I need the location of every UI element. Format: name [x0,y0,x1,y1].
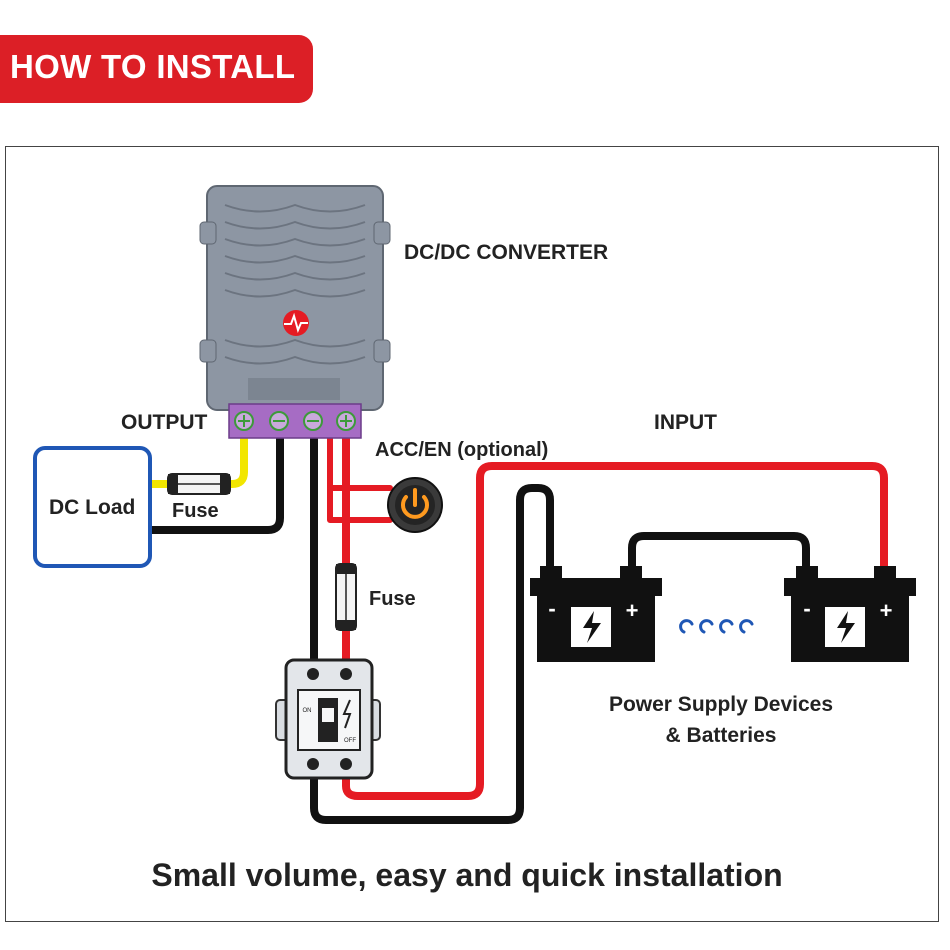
dc-load-box [33,446,152,568]
breaker-off-label: OFF [344,738,356,744]
header-banner [0,35,313,103]
input-fuse-icon [335,563,357,631]
battery-2-minus-label: - [803,596,810,621]
battery-1-plus-label: + [626,598,639,623]
output-positive-wire [144,424,248,488]
brand-logo-icon [283,310,309,336]
acc-wire [327,429,393,523]
breaker-on-label: ON [303,708,312,714]
battery-positive-wire [342,462,888,800]
input-label: INPUT [654,411,717,434]
converter-unit [199,185,391,439]
footer-caption: Small volume, easy and quick installatio… [151,857,782,893]
acc-label: ACC/EN (optional) [375,439,548,461]
continuation-dots-icon [679,619,754,634]
diagram-frame [5,146,939,922]
output-fuse-label: Fuse [172,500,219,522]
converter-label: DC/DC CONVERTER [404,241,608,264]
battery-2-plus-label: + [880,598,893,623]
battery-1-icon: - + [530,566,662,662]
battery-2-icon: - + [784,566,916,662]
circuit-breaker: ON OFF [275,658,381,780]
input-fuse-label: Fuse [369,588,416,610]
battery-series-wire [628,532,810,576]
battery-1-minus-label: - [548,596,555,621]
power-supply-label-line1: Power Supply Devices [609,693,833,716]
dc-load-label: DC Load [49,496,135,519]
output-label: OUTPUT [121,411,208,434]
power-supply-label-line2: & Batteries [666,724,777,747]
output-negative-wire [142,424,284,534]
acc-power-switch-icon [387,477,443,533]
battery-negative-wire [310,484,554,824]
output-fuse-icon [167,473,231,495]
page-title: HOW TO INSTALL [10,48,296,85]
